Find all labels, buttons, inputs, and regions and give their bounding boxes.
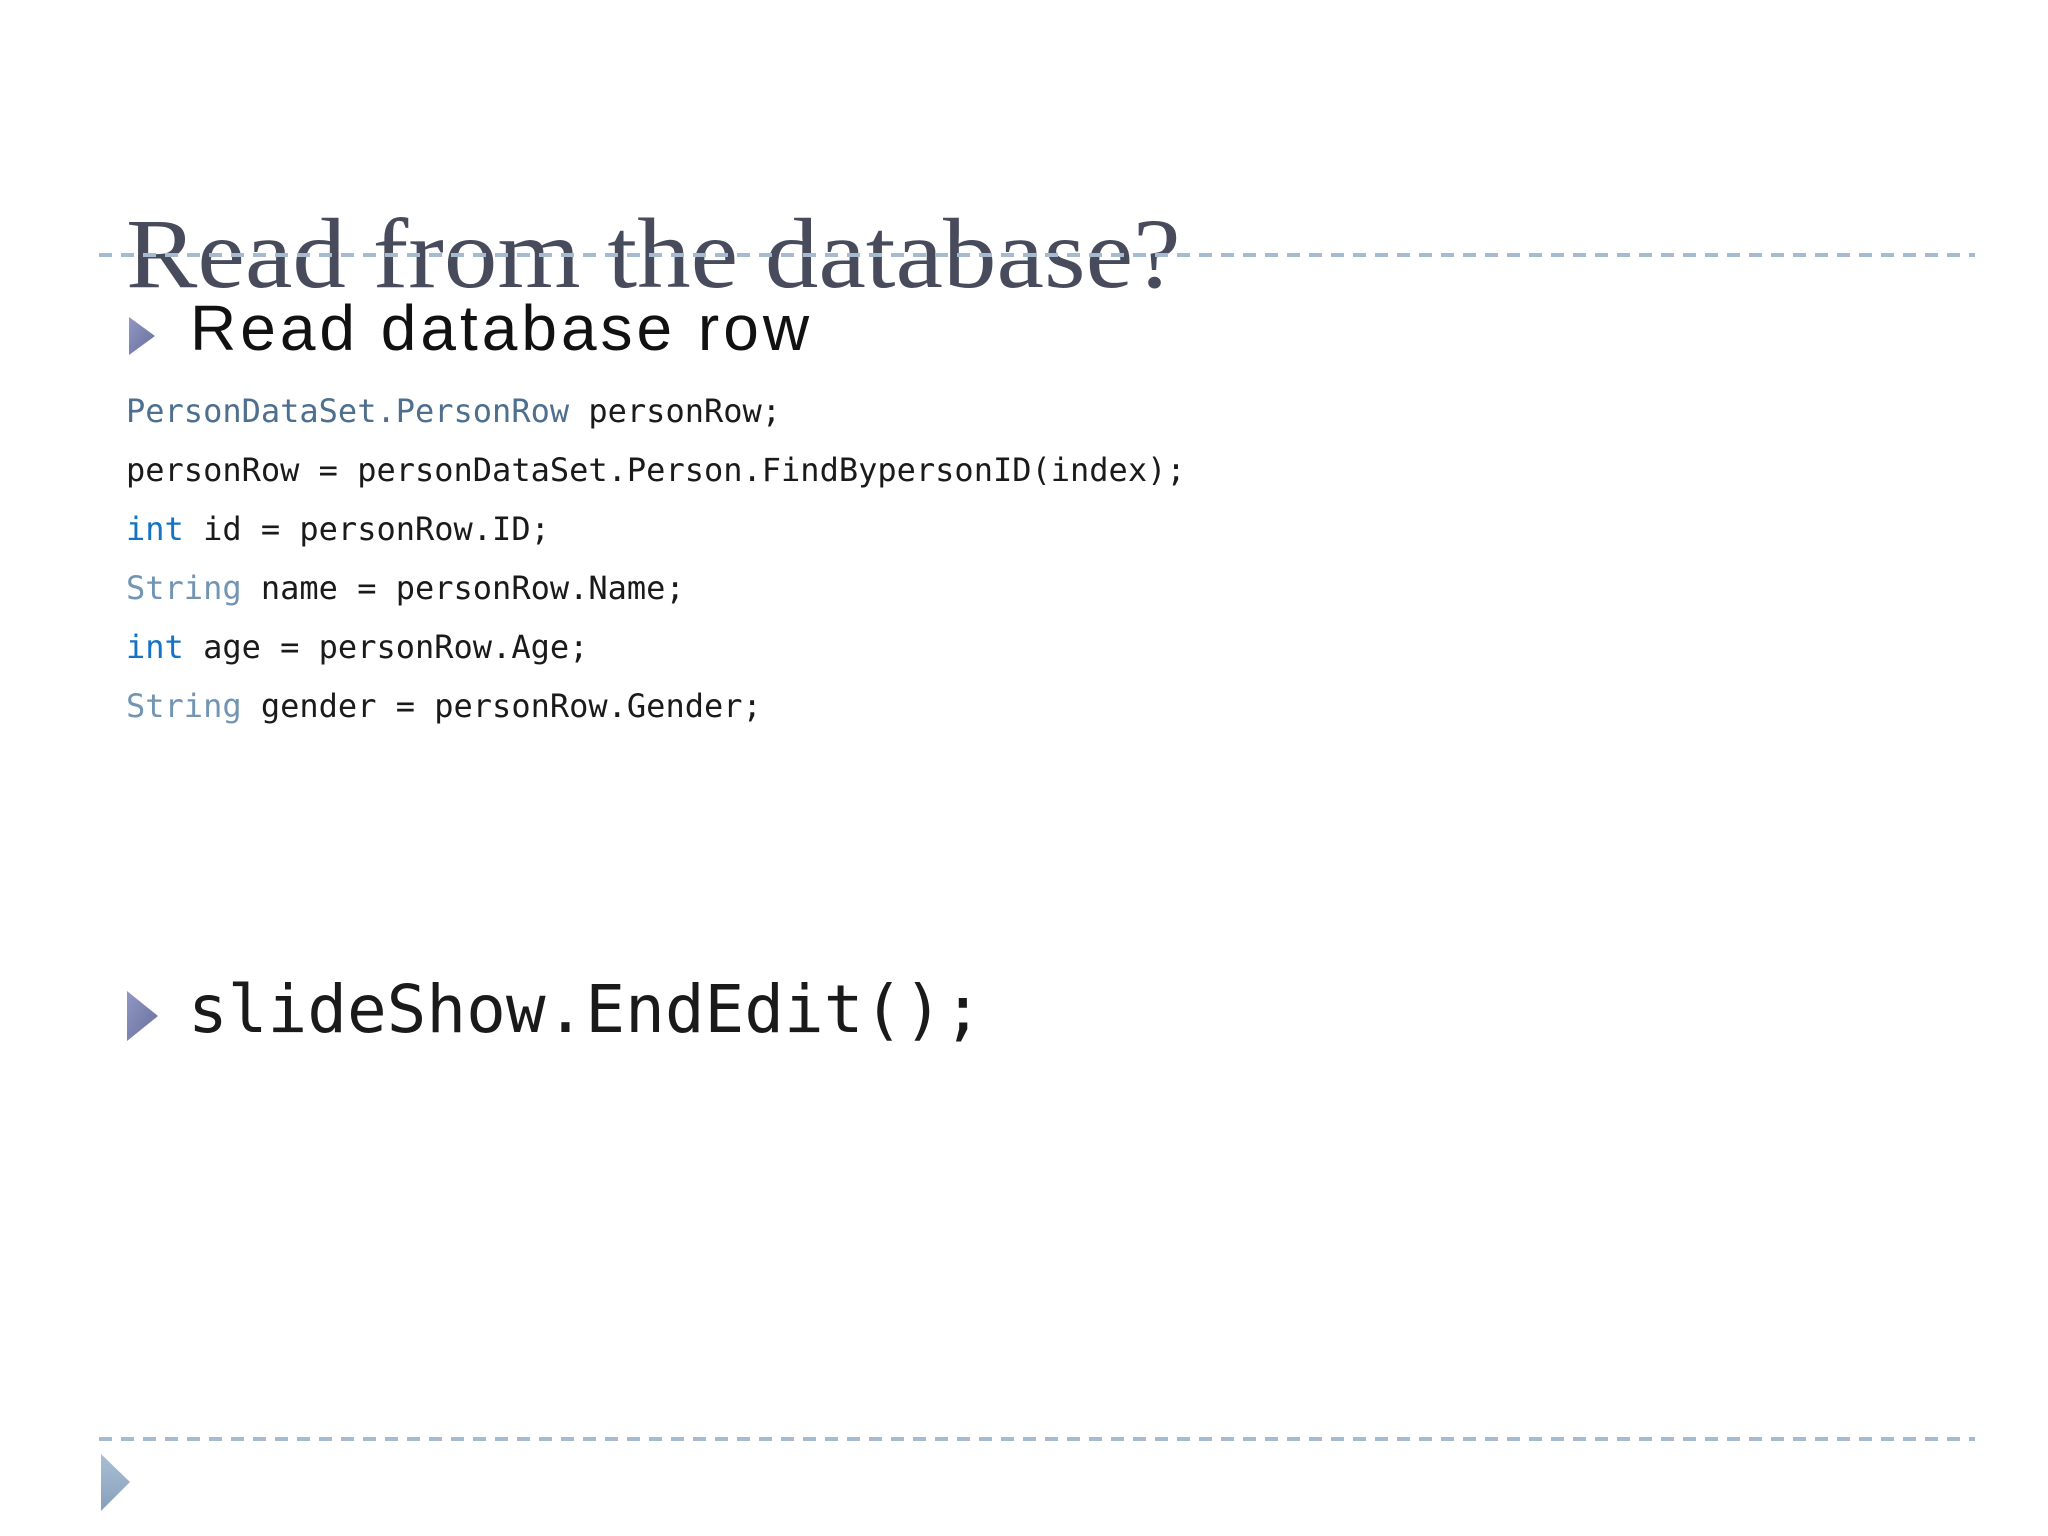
slide-footer-triangle-icon: [101, 1454, 130, 1516]
code-token: id = personRow.ID;: [183, 510, 550, 548]
code-token: String: [126, 687, 242, 725]
code-token: age = personRow.Age;: [183, 628, 589, 666]
code-token: int: [126, 628, 184, 666]
code-token: personRow;: [569, 392, 782, 430]
code-line: int id = personRow.ID;: [126, 500, 1186, 559]
code-token: int: [126, 510, 184, 548]
title-divider-dashed-line: [99, 253, 1975, 257]
code-line: PersonDataSet.PersonRow personRow;: [126, 382, 1186, 441]
code-token: gender = personRow.Gender;: [241, 687, 762, 725]
code-block: PersonDataSet.PersonRow personRow;person…: [126, 382, 1186, 736]
code-line: String name = personRow.Name;: [126, 559, 1186, 618]
bullet-triangle-icon: [127, 991, 158, 1046]
code-line: personRow = personDataSet.Person.FindByp…: [126, 441, 1186, 500]
bullet-triangle-icon: [129, 317, 155, 360]
code-token: personRow = personDataSet.Person.FindByp…: [126, 451, 1186, 489]
code-token: name = personRow.Name;: [241, 569, 685, 607]
footer-divider-dashed-line: [99, 1437, 1975, 1441]
code-line: int age = personRow.Age;: [126, 618, 1186, 677]
bullet-item-slideshow-endedit: slideShow.EndEdit();: [127, 977, 983, 1046]
code-token: String: [126, 569, 242, 607]
code-line: String gender = personRow.Gender;: [126, 677, 1186, 736]
bullet-heading-label: Read database row: [190, 292, 814, 364]
code-token: PersonDataSet.PersonRow: [126, 392, 570, 430]
bullet-item-read-database-row: Read database row: [129, 296, 813, 360]
bullet-statement-label: slideShow.EndEdit();: [188, 971, 983, 1048]
